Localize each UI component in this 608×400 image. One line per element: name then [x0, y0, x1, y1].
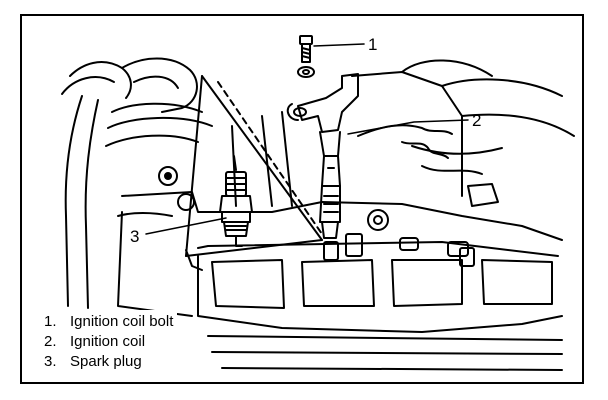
legend-item: 2. Ignition coil [44, 332, 173, 352]
engine-illustration [61, 35, 575, 371]
diagram-frame: 1 2 3 1. Ignition coil bolt 2. Ignition co… [20, 14, 584, 384]
leader-lines [145, 43, 469, 235]
legend-label: Spark plug [70, 353, 142, 370]
legend-number: 3. [44, 353, 57, 370]
legend-label: Ignition coil [70, 333, 146, 350]
legend-label: Ignition coil bolt [70, 313, 174, 330]
legend-item: 1. Ignition coil bolt [44, 312, 173, 332]
leader-line-coil [347, 119, 469, 135]
spark-plug [219, 155, 253, 247]
leader-line-bolt [313, 43, 365, 47]
leader-line-plug [145, 217, 227, 235]
fittings [158, 166, 475, 271]
callout-number-1: 1 [368, 35, 378, 54]
projection-lines [185, 75, 323, 257]
ignition-coil-bolt [297, 35, 315, 78]
callout-number-3: 3 [130, 227, 140, 246]
legend-item: 3. Spark plug [44, 352, 173, 372]
legend: 1. Ignition coil bolt 2. Ignition coil 3. S… [42, 310, 178, 374]
callout-number-2: 2 [472, 111, 482, 130]
ignition-coil [286, 73, 359, 239]
legend-number: 2. [44, 333, 57, 350]
left-hose-assembly [61, 57, 213, 309]
legend-number: 1. [44, 313, 57, 330]
